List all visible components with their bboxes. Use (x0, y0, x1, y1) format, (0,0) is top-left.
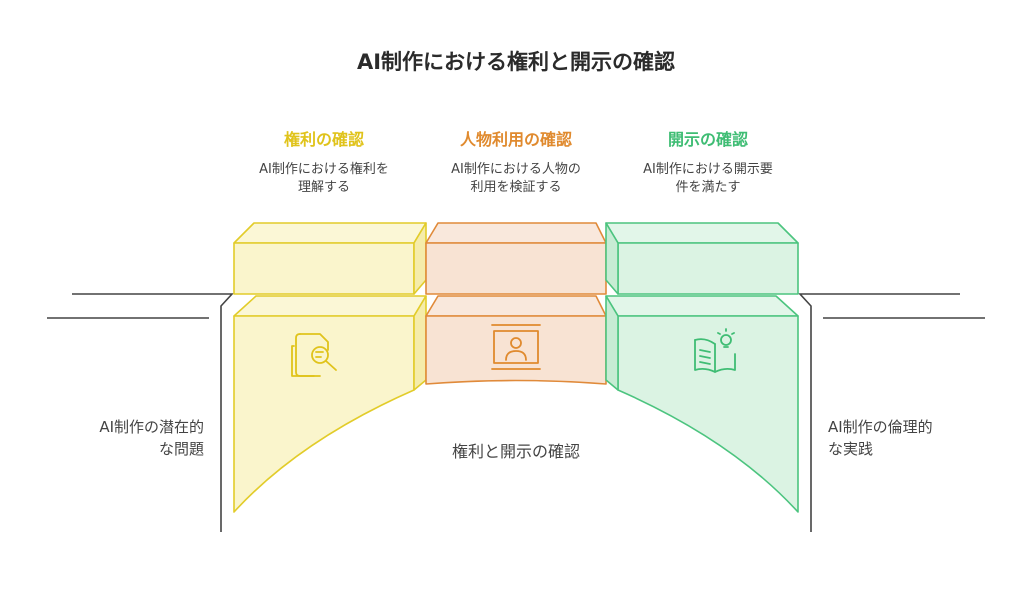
left-side-label-line2: な問題 (158, 440, 204, 458)
top-block-disclosure-front (617, 242, 799, 295)
bridge-block-rights (233, 222, 427, 513)
right-cliff-edge (798, 293, 960, 532)
top-block-disclosure-side (605, 222, 619, 295)
left-side-label: AI制作の潜在的 な問題 (0, 416, 204, 460)
column-desc-rights: AI制作における権利を 理解する (239, 161, 409, 197)
column-desc-disclosure: AI制作における開示要 件を満たす (623, 161, 793, 197)
bridge-label: 権利と開示の確認 (451, 442, 580, 461)
top-block-person-top (425, 222, 607, 244)
arch-person-body (425, 315, 607, 385)
arch-rights-body (233, 315, 415, 513)
diagram-title: AI制作における権利と開示の確認 (356, 50, 676, 74)
person-portrait-icon (491, 324, 541, 370)
top-block-disclosure-top (605, 222, 799, 244)
top-block-rights-top (233, 222, 427, 244)
column-desc-rights-line2: 理解する (297, 180, 350, 195)
bridge-block-disclosure (605, 222, 799, 513)
left-side-label-line1: AI制作の潜在的 (99, 418, 204, 436)
top-block-rights-front (233, 242, 415, 295)
column-desc-disclosure-line2: 件を満たす (675, 180, 741, 195)
arch-disclosure-body (617, 315, 799, 513)
column-title-disclosure: 開示の確認 (667, 130, 748, 149)
arch-disclosure-top (605, 295, 799, 317)
top-block-person-front (425, 242, 607, 295)
arch-person-top (425, 295, 607, 317)
column-title-rights: 権利の確認 (283, 130, 364, 149)
right-side-label: AI制作の倫理的 な実践 (828, 416, 1018, 460)
column-desc-disclosure-line1: AI制作における開示要 (643, 162, 773, 177)
arch-disclosure-side (605, 295, 619, 391)
column-desc-rights-line1: AI制作における権利を (259, 162, 389, 177)
column-title-person: 人物利用の確認 (459, 130, 572, 149)
right-side-label-line1: AI制作の倫理的 (828, 418, 933, 436)
column-desc-person-line1: AI制作における人物の (451, 162, 581, 177)
document-search-icon (291, 333, 337, 377)
column-desc-person: AI制作における人物の 利用を検証する (431, 161, 601, 197)
cliff-lines (47, 293, 985, 532)
bridge-block-person (425, 222, 607, 385)
left-cliff-edge (72, 293, 234, 532)
arch-rights-top (233, 295, 427, 317)
right-side-label-line2: な実践 (828, 440, 874, 458)
column-desc-person-line2: 利用を検証する (470, 180, 562, 195)
book-lightbulb-icon (694, 328, 736, 373)
